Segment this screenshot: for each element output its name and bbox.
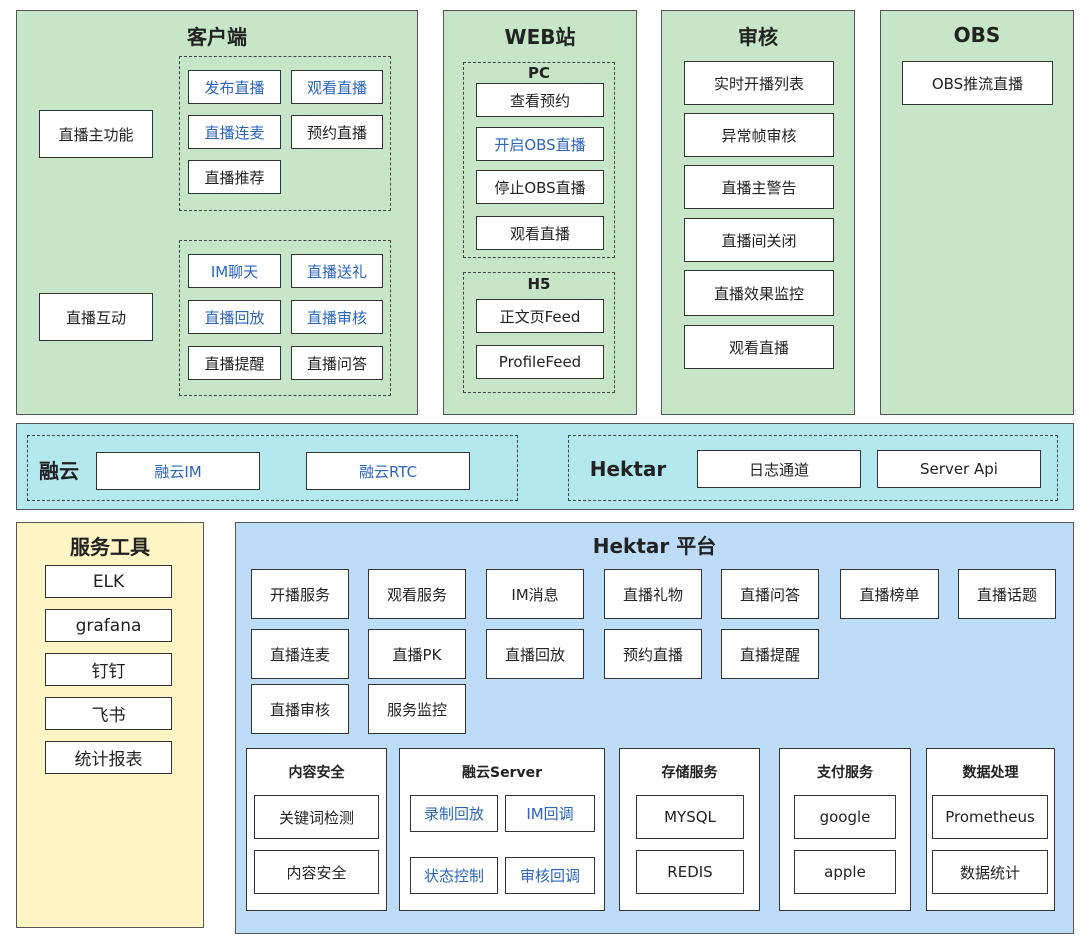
server-api-item: Server Api — [877, 450, 1041, 488]
rongyun-group — [27, 435, 518, 501]
service-monitor: 服务监控 — [368, 684, 466, 734]
service-pk: 直播PK — [368, 629, 466, 679]
mysql-item: MYSQL — [636, 795, 744, 839]
h5-group — [463, 272, 615, 393]
host-function-label: 直播主功能 — [39, 110, 153, 158]
grafana-item: grafana — [45, 609, 172, 642]
obs-stream-item: OBS推流直播 — [902, 61, 1053, 105]
rongyun-server-title: 融云Server — [461, 765, 542, 781]
replay-item: 直播回放 — [188, 300, 281, 334]
feishu-item: 飞书 — [45, 697, 172, 730]
h5-label: H5 — [527, 275, 551, 293]
service-gift: 直播礼物 — [604, 569, 702, 619]
qa-item: 直播问答 — [291, 346, 383, 380]
data-stats-item: 数据统计 — [932, 850, 1048, 894]
publish-live-item: 发布直播 — [188, 70, 281, 104]
payment-title: 支付服务 — [817, 765, 873, 781]
dingtalk-item: 钉钉 — [45, 653, 172, 686]
tools-title: 服务工具 — [70, 534, 150, 559]
pc-label: PC — [527, 64, 550, 82]
service-start-live: 开播服务 — [251, 569, 349, 619]
room-close-item: 直播间关闭 — [684, 218, 834, 262]
abnormal-frame-item: 异常帧审核 — [684, 113, 834, 157]
audit-callback-item: 审核回调 — [505, 857, 595, 894]
client-title: 客户端 — [187, 24, 247, 49]
hektar-group — [568, 435, 1058, 501]
rongyun-im-item: 融云IM — [96, 452, 260, 490]
co-host-item: 直播连麦 — [188, 115, 281, 149]
service-reserve: 预约直播 — [604, 629, 702, 679]
data-processing-title: 数据处理 — [962, 765, 1019, 781]
google-item: google — [794, 795, 896, 839]
service-im: IM消息 — [486, 569, 584, 619]
profile-feed-item: ProfileFeed — [476, 345, 604, 379]
im-callback-item: IM回调 — [505, 795, 595, 832]
view-reservations-item: 查看预约 — [476, 83, 604, 117]
service-audit: 直播审核 — [251, 684, 349, 734]
elk-item: ELK — [45, 565, 172, 598]
review-title: 审核 — [738, 24, 778, 49]
prometheus-item: Prometheus — [932, 795, 1048, 839]
redis-item: REDIS — [636, 850, 744, 894]
review-watch-live-item: 观看直播 — [684, 325, 834, 369]
host-warning-item: 直播主警告 — [684, 165, 834, 209]
service-qa: 直播问答 — [721, 569, 819, 619]
web-watch-live-item: 观看直播 — [476, 216, 604, 250]
keyword-detect-item: 关键词检测 — [254, 795, 379, 839]
service-watch: 观看服务 — [368, 569, 466, 619]
service-ranking: 直播榜单 — [840, 569, 939, 619]
service-topic: 直播话题 — [958, 569, 1056, 619]
storage-title: 存储服务 — [661, 765, 718, 781]
web-title: WEB站 — [504, 24, 576, 49]
record-replay-item: 录制回放 — [410, 795, 498, 832]
service-replay: 直播回放 — [486, 629, 584, 679]
obs-title: OBS — [953, 23, 1001, 47]
hektar-label: Hektar — [589, 457, 667, 481]
log-channel-item: 日志通道 — [697, 450, 861, 488]
pc-group — [463, 62, 615, 258]
audit-item: 直播审核 — [291, 300, 383, 334]
gift-item: 直播送礼 — [291, 254, 383, 288]
service-reminder: 直播提醒 — [721, 629, 819, 679]
rongyun-rtc-item: 融云RTC — [306, 452, 470, 490]
host-function-group — [179, 56, 391, 211]
state-control-item: 状态控制 — [410, 857, 498, 894]
content-safety-title: 内容安全 — [288, 765, 345, 781]
apple-item: apple — [794, 850, 896, 894]
interaction-group — [179, 240, 391, 396]
im-chat-item: IM聊天 — [188, 254, 281, 288]
watch-live-item: 观看直播 — [291, 70, 383, 104]
service-co-host: 直播连麦 — [251, 629, 349, 679]
reminder-item: 直播提醒 — [188, 346, 281, 380]
start-obs-item: 开启OBS直播 — [476, 127, 604, 161]
article-feed-item: 正文页Feed — [476, 299, 604, 333]
effect-monitor-item: 直播效果监控 — [684, 270, 834, 316]
report-item: 统计报表 — [45, 741, 172, 774]
reserve-live-item: 预约直播 — [291, 115, 383, 149]
rongyun-label: 融云 — [39, 458, 79, 483]
content-safety-item: 内容安全 — [254, 850, 379, 894]
recommend-item: 直播推荐 — [188, 160, 281, 194]
stop-obs-item: 停止OBS直播 — [476, 170, 604, 204]
interaction-label: 直播互动 — [39, 293, 153, 341]
platform-title: Hektar 平台 — [592, 533, 717, 558]
live-list-item: 实时开播列表 — [684, 61, 834, 105]
